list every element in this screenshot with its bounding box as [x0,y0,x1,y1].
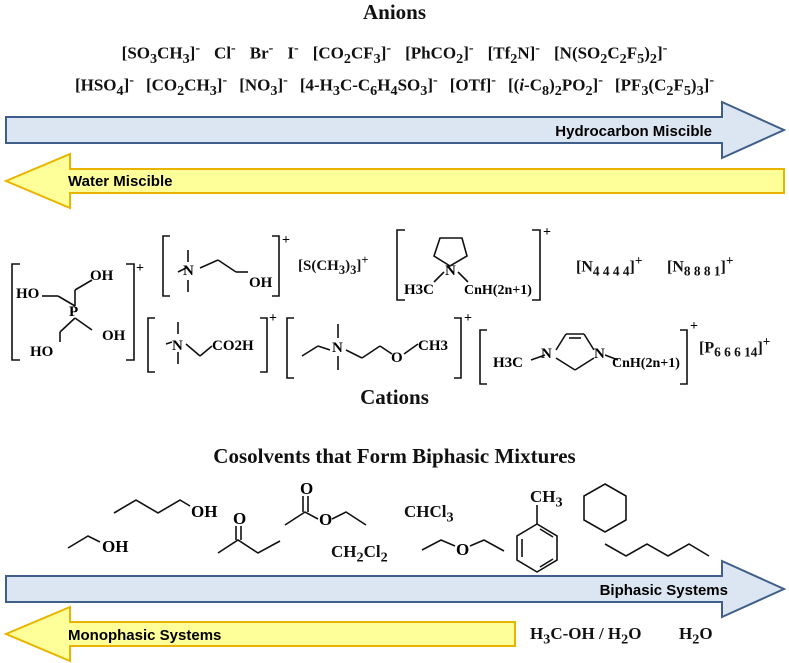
hydrocarbon-miscible-arrow [5,100,787,160]
anion-item: [4-H3C-C6H4SO3]- [299,72,438,100]
choline-n-atom: N [183,263,194,279]
imidazolium-alkyl: CnH(2n+1) [612,356,680,371]
diethylether-structure [421,539,505,552]
monophasic-systems-label: Monophasic Systems [68,627,221,644]
dichloromethane-label: CH2Cl2 [331,542,388,566]
anion-item: Cl- [214,40,236,63]
choline-charge: + [282,233,290,248]
methoxyethyl-n-atom: N [332,340,343,356]
methoxyethyl-ammonium-cation [286,317,462,379]
anion-item: [(i-C8)2PO2]- [507,72,603,100]
trioctylmethylammonium-cation: [N8 8 8 1]+ [667,253,734,279]
chloroform-label: CHCl3 [404,502,454,526]
anion-item: [PhCO2]- [405,40,474,68]
anion-row-1: [SO3CH3]- Cl- Br- I- [CO2CF3]- [PhCO2]- [Tf2N]… [0,40,789,68]
tetrabutylammonium-cation: [N4 4 4 4]+ [576,253,643,279]
imidazolium-cation [479,329,688,385]
anion-item: [CO2CH3]- [145,72,228,100]
water-miscible-arrow [3,152,785,210]
hexane-structure [604,543,710,557]
butanol-structure [113,499,191,514]
phosphonium-ho-bottom: HO [30,344,53,360]
methoxyethyl-ch3: CH3 [418,338,448,354]
imidazolium-n1: N [541,346,552,362]
anion-item: [Tf2N]- [487,40,540,68]
imidazolium-charge: + [690,319,698,334]
ethanol-oh: OH [102,537,128,556]
biphasic-systems-label: Biphasic Systems [600,582,728,599]
anion-item: Br- [249,40,274,63]
anion-item: [HSO4]- [74,72,134,100]
ethylacetate-ester-oxygen: O [319,510,332,529]
toluene-structure [516,505,558,573]
phosphonium-charge: + [136,261,144,276]
phosphonium-cation [11,263,135,361]
phosphonium-p-atom: P [69,304,78,320]
butanone-structure [217,526,281,554]
sulfonium-cation: [S(CH3)3]+ [298,253,369,277]
hydrocarbon-miscible-label: Hydrocarbon Miscible [555,123,712,140]
phosphonium-oh-top: OH [90,268,114,284]
biphasic-systems-arrow [5,559,787,619]
imidazolium-methyl: H3C [493,355,523,371]
ethylacetate-structure [284,496,367,526]
ethylacetate-carbonyl-oxygen: O [300,479,313,498]
pyrrolidinium-methyl: H3C [404,282,434,298]
phosphonium-ho-top: HO [16,286,39,302]
anion-item: [OTf]- [449,72,496,95]
methoxyethyl-o-atom: O [391,350,403,366]
cosolvents-title: Cosolvents that Form Biphasic Mixtures [213,444,576,468]
anion-item: [NO3]- [239,72,288,100]
anion-item: [PF3(C2F5)3]- [614,72,715,100]
pyrrolidinium-cation [396,229,541,301]
imidazolium-n2: N [594,346,605,362]
anion-item: [N(SO2C2F5)2]- [554,40,668,68]
anion-row-2: [HSO4]- [CO2CH3]- [NO3]- [4-H3C-C6H4SO3]- [O… [0,72,789,100]
anion-item: [CO2CF3]- [312,40,392,68]
trihexyltetradecylphosphonium-cation: [P6 6 6 14]+ [699,334,771,360]
ethanol-structure [67,535,101,549]
anion-item: [SO3CH3]- [121,40,201,68]
betaine-n-atom: N [172,338,183,354]
methanol-water-label: H3C-OH / H2O [530,624,642,648]
pyrrolidinium-charge: + [543,225,551,240]
betaine-charge: + [269,311,277,326]
water-miscible-label: Water Miscible [68,173,172,190]
phosphonium-oh-bottom: OH [102,328,126,344]
monophasic-systems-arrow [3,605,516,663]
water-label: H2O [679,624,713,648]
cations-title: Cations [360,385,429,409]
toluene-methyl-label: CH3 [530,487,563,511]
choline-oh: OH [249,275,273,291]
butanol-oh: OH [191,502,217,521]
methoxyethyl-charge: + [464,311,472,326]
butanone-oxygen: O [233,509,246,528]
betaine-cation [147,317,268,373]
betaine-acid: CO2H [212,338,254,354]
anion-item: I- [287,40,299,63]
cyclohexane-structure [583,483,627,533]
pyrrolidinium-alkyl: CnH(2n+1) [464,283,532,298]
choline-cation [162,235,280,297]
diethylether-oxygen: O [456,540,469,559]
anions-title: Anions [362,0,427,24]
pyrrolidinium-n-atom: N [445,263,456,279]
